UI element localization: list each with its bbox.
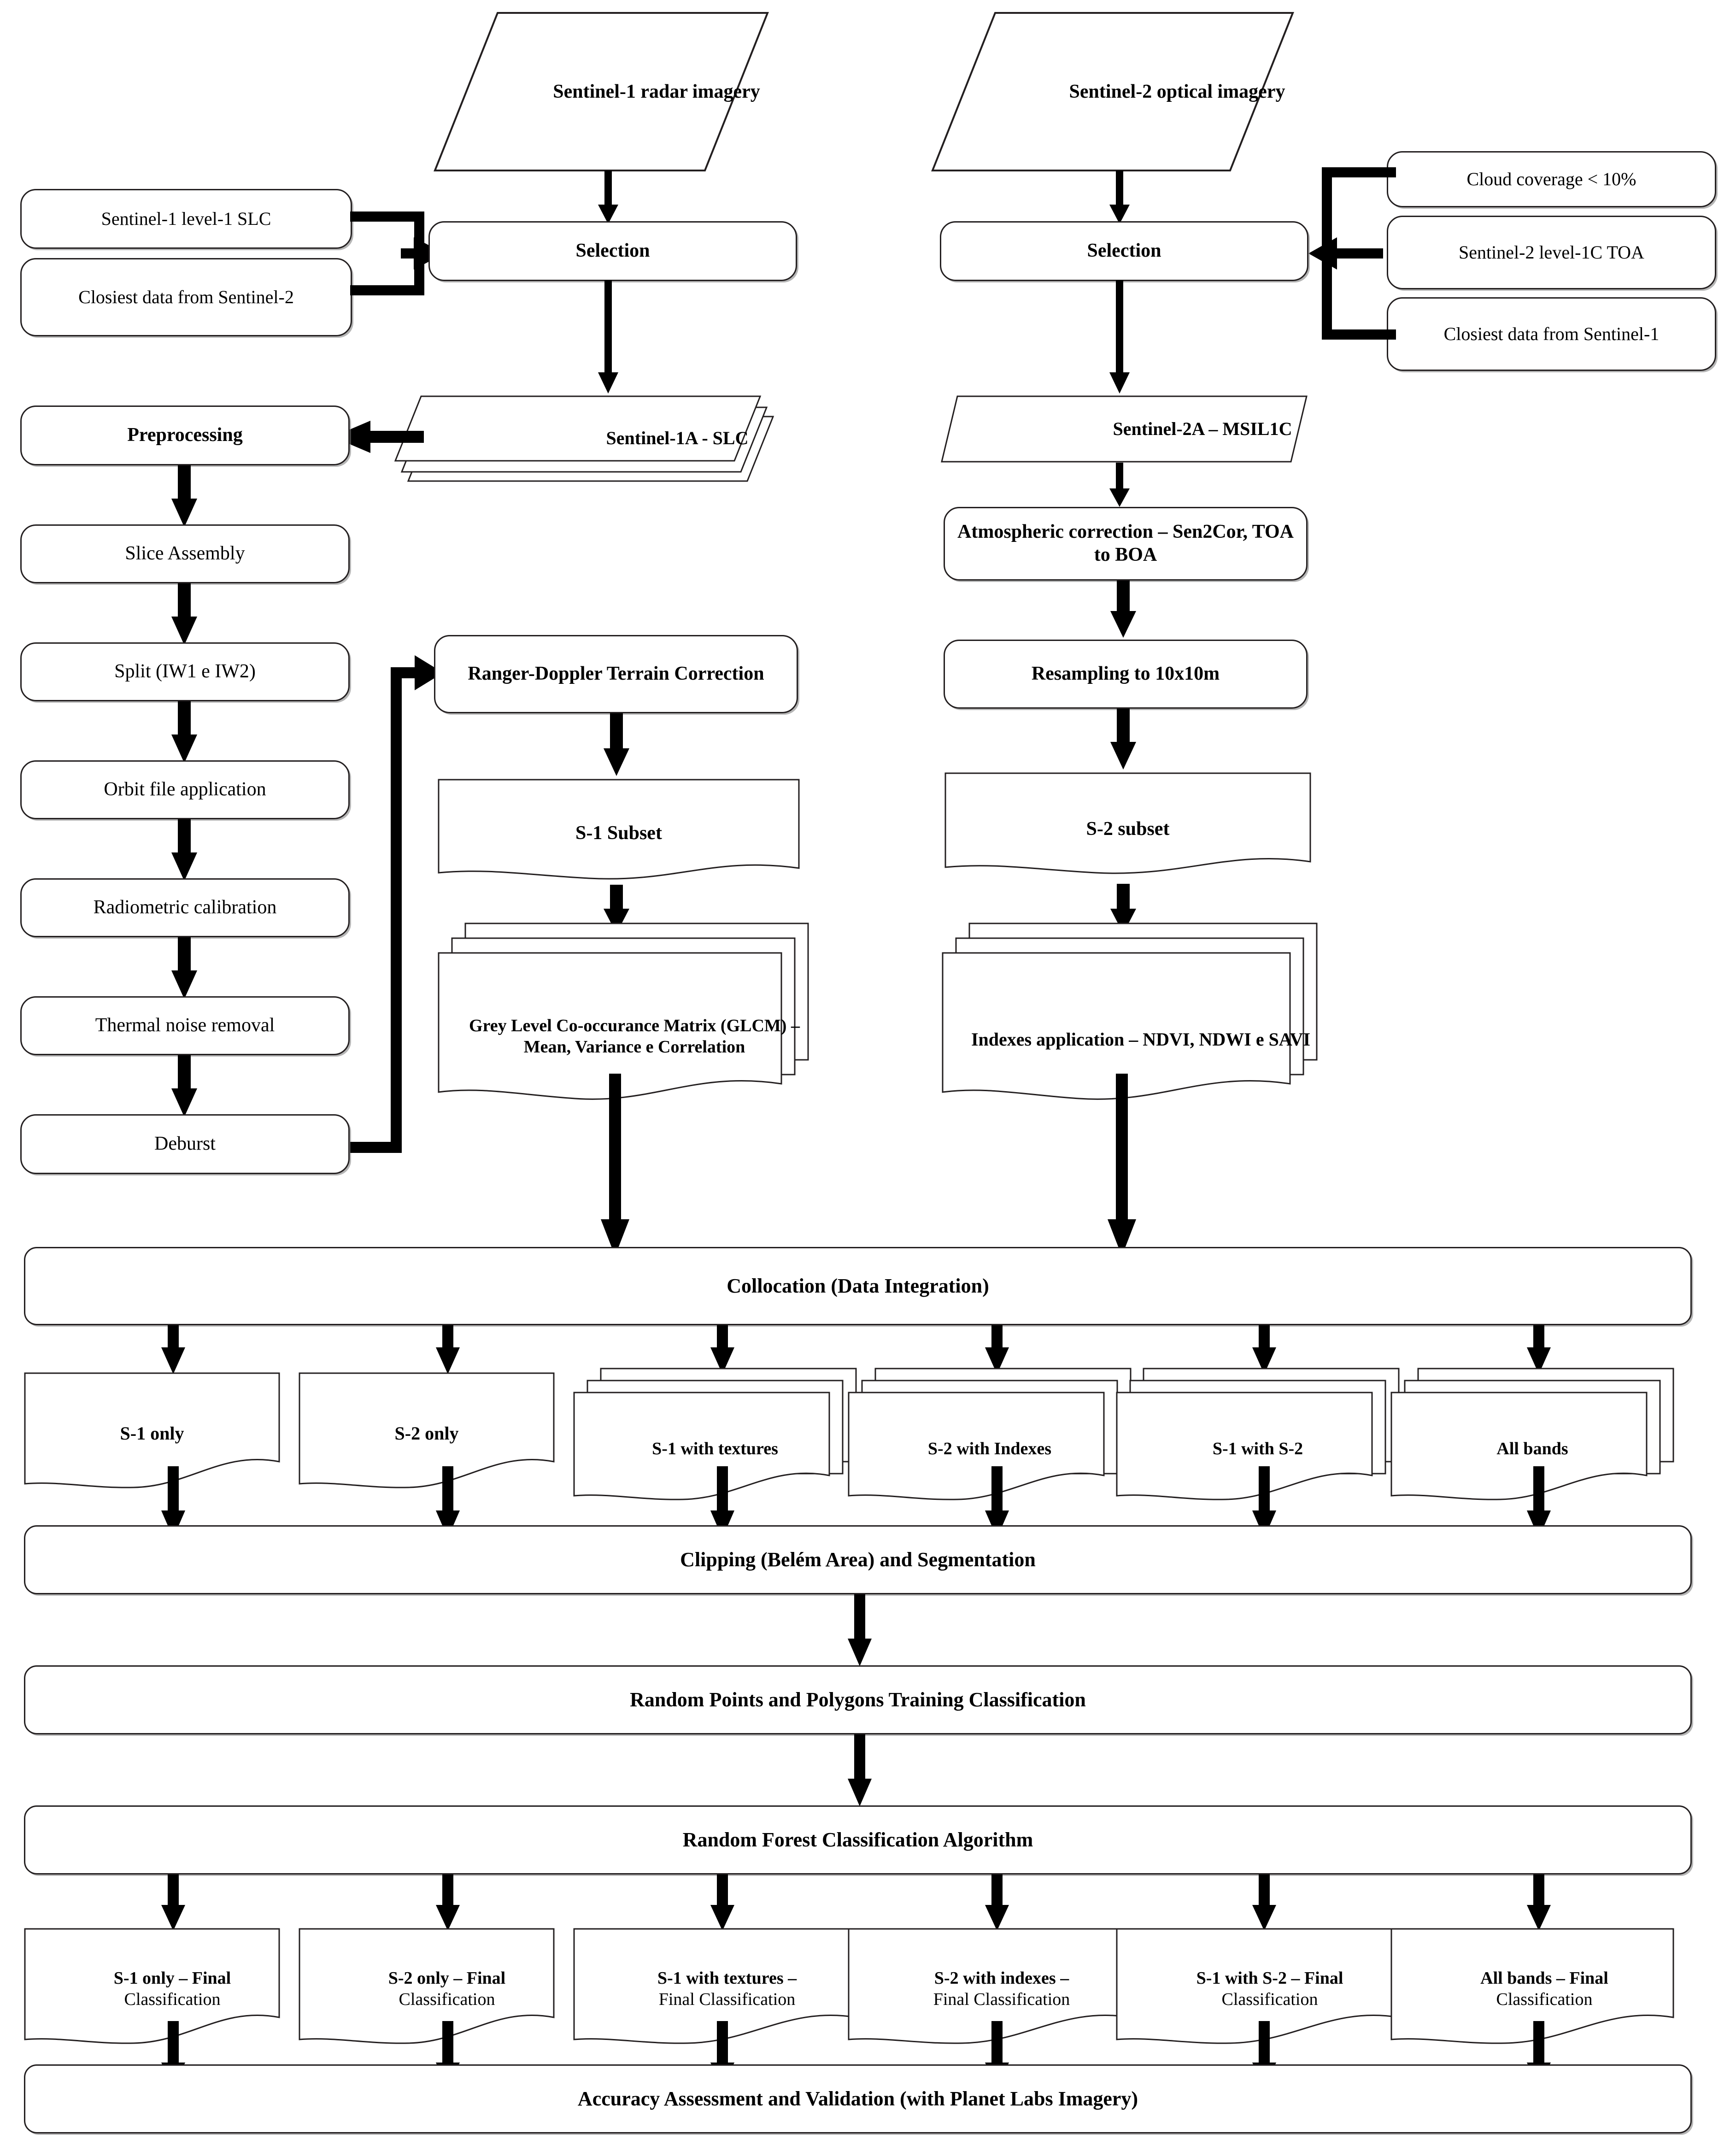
arrow-radiometric-to-thermal	[170, 937, 198, 1001]
band-collocation: Collocation (Data Integration)	[24, 1247, 1692, 1325]
step-split-iw-label: Split (IW1 e IW2)	[114, 661, 256, 682]
step-slice-assembly: Slice Assembly	[20, 524, 350, 583]
dataset-s2-with-indexes: S-2 with Indexes	[847, 1367, 1132, 1500]
arrow-training-to-classifier	[847, 1734, 873, 1808]
arrow-classifier-to-final-3	[710, 1875, 735, 1933]
step-slice-assembly-label: Slice Assembly	[125, 543, 245, 564]
arrow-slice-to-split	[170, 583, 198, 647]
input-sentinel2-imagery: Sentinel-2 optical imagery	[931, 11, 1295, 172]
criteria-s2-level1c-toa: Sentinel-2 level-1C TOA	[1387, 216, 1716, 289]
dataset-s1-with-s2: S-1 with S-2	[1115, 1367, 1401, 1500]
criteria-s1-level1-slc: Sentinel-1 level-1 SLC	[20, 189, 352, 249]
arrow-dataset-4-to-clipping	[984, 1466, 1010, 1540]
step-terrain-correction-label: Ranger-Doppler Terrain Correction	[468, 663, 764, 685]
criteria-s1-closiest-data-label: Closiest data from Sentinel-2	[78, 287, 294, 308]
connector-s2-criteria-to-selection	[1308, 166, 1401, 341]
arrow-collocation-to-dataset-5	[1251, 1325, 1277, 1376]
arrow-classifier-to-final-6	[1526, 1875, 1552, 1933]
arrow-s1-subset-to-glcm	[603, 885, 630, 935]
criteria-s2-cloud-coverage: Cloud coverage < 10%	[1387, 151, 1716, 207]
input-sentinel1-imagery: Sentinel-1 radar imagery	[433, 11, 769, 172]
arrow-orbit-to-radiometric	[170, 819, 198, 883]
band-collocation-label: Collocation (Data Integration)	[727, 1275, 989, 1298]
step-orbit-file-label: Orbit file application	[104, 779, 266, 800]
connector-deburst-to-terrain-correction	[323, 645, 443, 1157]
step-split-iw: Split (IW1 e IW2)	[20, 642, 350, 701]
criteria-s1-level1-slc-label: Sentinel-1 level-1 SLC	[101, 208, 271, 229]
dataset-s1-only: S-1 only	[23, 1371, 281, 1496]
arrow-product-s1-to-preprocessing	[323, 412, 424, 463]
selection-s2-label: Selection	[1087, 240, 1161, 262]
arrow-collocation-to-dataset-1	[160, 1325, 186, 1376]
band-random-forest-classifier: Random Forest Classification Algorithm	[24, 1805, 1692, 1875]
selection-s1-box: Selection	[428, 221, 797, 281]
arrow-product-s2-to-atmospheric	[1106, 463, 1133, 509]
arrow-dataset-3-to-clipping	[710, 1466, 735, 1540]
product-sentinel1a-slc: Sentinel-1A - SLC	[394, 394, 774, 482]
arrow-preprocessing-to-slice	[170, 465, 198, 529]
step-radiometric-calibration: Radiometric calibration	[20, 878, 350, 937]
arrow-s1-selection-to-product	[594, 280, 622, 395]
dataset-all-bands: All bands	[1390, 1367, 1675, 1500]
step-deburst-label: Deburst	[154, 1133, 216, 1155]
step-thermal-noise-removal-label: Thermal noise removal	[95, 1015, 275, 1036]
step-terrain-correction: Ranger-Doppler Terrain Correction	[434, 635, 798, 713]
arrow-classifier-to-final-2	[435, 1875, 461, 1933]
arrow-dataset-1-to-clipping	[160, 1466, 186, 1540]
arrow-s2-selection-to-product	[1106, 280, 1133, 395]
band-clipping-segmentation-label: Clipping (Belém Area) and Segmentation	[680, 1548, 1036, 1571]
criteria-s2-level1c-toa-label: Sentinel-2 level-1C TOA	[1459, 242, 1644, 263]
arrow-s1-imagery-to-selection	[594, 170, 622, 226]
arrow-dataset-6-to-clipping	[1526, 1466, 1552, 1540]
document-s2-subset: S-2 subset	[944, 771, 1312, 887]
document-stack-indexes: Indexes application – NDVI, NDWI e SAVI	[941, 922, 1319, 1115]
arrow-thermal-to-deburst	[170, 1055, 198, 1119]
band-training-classification-label: Random Points and Polygons Training Clas…	[630, 1688, 1086, 1711]
final-classification-s2-only: S-2 only – Final Classification	[298, 1927, 556, 2051]
arrow-collocation-to-dataset-2	[435, 1325, 461, 1376]
arrow-clipping-to-training	[847, 1594, 873, 1668]
band-training-classification: Random Points and Polygons Training Clas…	[24, 1665, 1692, 1734]
arrow-atmospheric-to-resampling	[1109, 581, 1137, 640]
step-deburst: Deburst	[20, 1114, 350, 1174]
arrow-collocation-to-dataset-6	[1526, 1325, 1552, 1376]
dataset-s2-only: S-2 only	[298, 1371, 556, 1496]
step-atmospheric-correction-label: Atmospheric correction – Sen2Cor, TOA to…	[957, 521, 1294, 565]
arrow-collocation-to-dataset-4	[984, 1325, 1010, 1376]
step-thermal-noise-removal: Thermal noise removal	[20, 996, 350, 1055]
arrow-s2-imagery-to-selection	[1106, 170, 1133, 226]
final-classification-s1-only: S-1 only – Final Classification	[23, 1927, 281, 2051]
band-accuracy-assessment: Accuracy Assessment and Validation (with…	[24, 2064, 1692, 2133]
step-orbit-file: Orbit file application	[20, 760, 350, 819]
arrow-classifier-to-final-4	[984, 1875, 1010, 1933]
selection-s1-label: Selection	[575, 240, 650, 262]
step-atmospheric-correction: Atmospheric correction – Sen2Cor, TOA to…	[944, 507, 1308, 581]
product-sentinel2a-msil1c: Sentinel-2A – MSIL1C	[940, 394, 1308, 464]
arrow-s2-subset-to-indexes	[1109, 884, 1137, 935]
arrow-split-to-orbit	[170, 701, 198, 765]
arrow-indexes-to-collocation	[1106, 1074, 1138, 1258]
arrow-classifier-to-final-5	[1251, 1875, 1277, 1933]
arrow-terrain-to-s1-subset	[603, 713, 630, 778]
arrow-dataset-5-to-clipping	[1251, 1466, 1277, 1540]
selection-s2-box: Selection	[940, 221, 1308, 281]
preprocessing-header-label: Preprocessing	[127, 424, 243, 446]
band-clipping-segmentation: Clipping (Belém Area) and Segmentation	[24, 1525, 1692, 1594]
step-radiometric-calibration-label: Radiometric calibration	[93, 897, 277, 918]
step-resampling-label: Resampling to 10x10m	[1031, 663, 1220, 685]
arrow-glcm-to-collocation	[599, 1074, 631, 1258]
criteria-s2-cloud-coverage-label: Cloud coverage < 10%	[1466, 169, 1636, 190]
band-accuracy-assessment-label: Accuracy Assessment and Validation (with…	[577, 2087, 1138, 2110]
step-resampling: Resampling to 10x10m	[944, 640, 1308, 709]
criteria-s2-closiest-data-label: Closiest data from Sentinel-1	[1443, 323, 1660, 345]
criteria-s1-closiest-data: Closiest data from Sentinel-2	[20, 258, 352, 336]
arrow-dataset-2-to-clipping	[435, 1466, 461, 1540]
document-s1-subset: S-1 Subset	[437, 778, 801, 888]
criteria-s2-closiest-data: Closiest data from Sentinel-1	[1387, 297, 1716, 371]
band-random-forest-classifier-label: Random Forest Classification Algorithm	[682, 1828, 1033, 1851]
arrow-collocation-to-dataset-3	[710, 1325, 735, 1376]
arrow-classifier-to-final-1	[160, 1875, 186, 1933]
arrow-resampling-to-s2-subset	[1109, 709, 1137, 771]
preprocessing-header: Preprocessing	[20, 405, 350, 465]
